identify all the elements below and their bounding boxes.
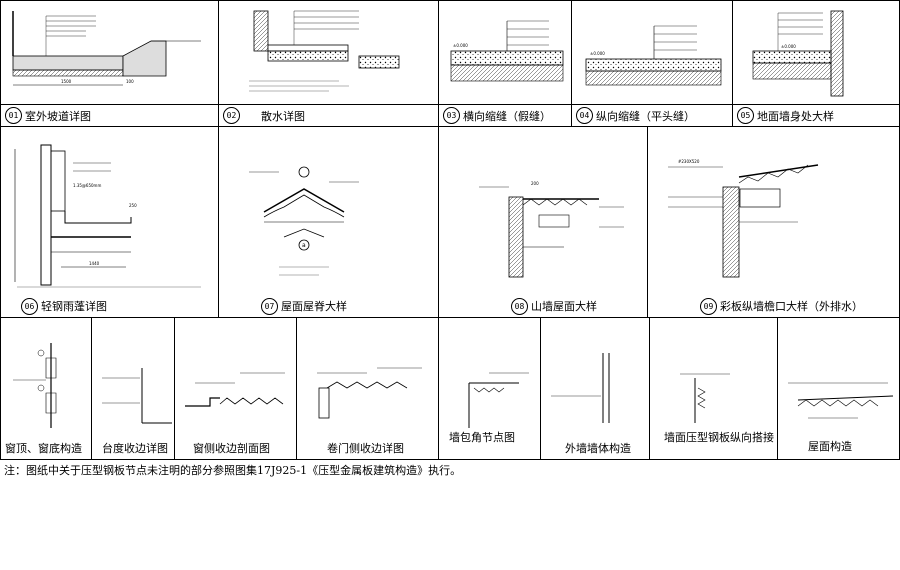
detail-window-caption: 窗顶、窗底构造 (1, 437, 91, 459)
detail-wall-lap-caption: 墙面压型钢板纵向搭接 (650, 429, 777, 459)
detail-07-caption: 07 屋面屋脊大样 (219, 295, 438, 317)
detail-07-number: 07 (261, 297, 278, 315)
detail-06-cell: 1440 1.35@650mm 250 06 轻钢雨蓬详图 (0, 126, 219, 318)
drawing-sheet: 1500 100 01 室外坡道详图 (0, 0, 900, 460)
detail-exterior-wall-cell: 外墙墙体构造 (540, 317, 650, 460)
detail-wall-corner-caption: 墙包角节点图 (439, 429, 540, 459)
detail-08-caption: 08 山墙屋面大样 (439, 295, 647, 317)
detail-08-cell: 200 08 山墙屋面大样 (438, 126, 648, 318)
detail-03-level: ±0.000 (453, 43, 468, 48)
detail-02-title: 散水详图 (261, 109, 305, 123)
detail-06-dim-c: 250 (129, 203, 137, 208)
detail-05-level: ±0.000 (781, 44, 796, 49)
detail-window-side-cell: 窗侧收边剖面图 (174, 317, 297, 460)
detail-wall-lap-drawing (680, 373, 730, 423)
detail-window-side-caption: 窗侧收边剖面图 (175, 437, 296, 459)
detail-09-dim-a: #230X520 (678, 159, 700, 164)
detail-wall-corner-title: 墙包角节点图 (449, 431, 515, 444)
detail-dado-title: 台度收边详图 (102, 442, 168, 455)
footnote: 注：图纸中关于压型钢板节点未注明的部分参照图集17J925-1《压型金属板建筑构… (4, 464, 462, 477)
detail-05-caption: 05 地面墙身处大样 (733, 104, 899, 126)
detail-01-dim-a: 1500 (61, 79, 72, 84)
detail-06-dim-b: 1.35@650mm (73, 183, 101, 188)
detail-09-caption: 09 彩板纵墙檐口大样（外排水） (648, 295, 899, 317)
detail-04-cell: ±0.000 04 纵向缩缝（平头缝） (571, 0, 733, 127)
detail-09-drawing: #230X520 (668, 159, 819, 278)
detail-06-caption: 06 轻钢雨蓬详图 (1, 295, 218, 317)
detail-09-number: 09 (700, 297, 717, 315)
detail-01-dim-b: 100 (126, 79, 134, 84)
detail-rolling-door-drawing (317, 367, 422, 419)
detail-02-cell: 02 散水详图 (218, 0, 439, 127)
detail-wall-corner-drawing (468, 372, 529, 428)
detail-06-title: 轻钢雨蓬详图 (41, 300, 107, 313)
detail-03-caption: 03 横向缩缝（假缝） (439, 104, 571, 126)
detail-roof-cell: 屋面构造 (777, 317, 900, 460)
detail-03-title: 横向缩缝（假缝） (463, 109, 551, 123)
detail-window-side-drawing (185, 372, 285, 407)
detail-dado-caption: 台度收边详图 (92, 437, 174, 459)
detail-dado-drawing (102, 368, 172, 424)
detail-01-drawing: 1500 100 (12, 11, 201, 86)
detail-06-dim-a: 1440 (89, 261, 100, 266)
detail-04-number: 04 (576, 107, 593, 124)
detail-02-number: 02 (223, 107, 240, 124)
detail-window-drawing (13, 343, 57, 428)
detail-wall-lap-title: 墙面压型钢板纵向搭接 (664, 431, 774, 444)
detail-window-cell: 窗顶、窗底构造 (0, 317, 92, 460)
detail-roof-caption: 屋面构造 (778, 433, 899, 459)
detail-01-number: 01 (5, 107, 22, 124)
detail-04-title: 纵向缩缝（平头缝） (596, 109, 695, 123)
detail-03-drawing: ±0.000 (450, 20, 564, 82)
detail-roof-drawing (788, 382, 894, 419)
detail-dado-cell: 台度收边详图 (91, 317, 175, 460)
detail-04-caption: 04 纵向缩缝（平头缝） (572, 104, 732, 126)
detail-window-title: 窗顶、窗底构造 (5, 442, 82, 455)
detail-rolling-door-cell: 卷门侧收边详图 (296, 317, 439, 460)
detail-exterior-wall-caption: 外墙墙体构造 (541, 437, 649, 459)
detail-04-drawing: ±0.000 (585, 25, 722, 86)
detail-05-title: 地面墙身处大样 (757, 109, 834, 123)
detail-07-marker: a (302, 242, 306, 249)
detail-08-dim-a: 200 (531, 181, 539, 186)
detail-rolling-door-caption: 卷门侧收边详图 (297, 437, 438, 459)
detail-03-number: 03 (443, 107, 460, 124)
detail-09-cell: #230X520 09 彩板纵墙檐口大样（外排水） (647, 126, 900, 318)
detail-roof-title: 屋面构造 (808, 440, 852, 453)
detail-04-level: ±0.000 (590, 51, 605, 56)
detail-06-drawing: 1440 1.35@650mm 250 (14, 144, 201, 288)
detail-02-caption: 02 散水详图 (219, 104, 438, 126)
detail-wall-corner-cell: 墙包角节点图 (438, 317, 541, 460)
detail-05-drawing: ±0.000 (752, 10, 844, 97)
detail-08-drawing: 200 (479, 181, 624, 278)
detail-09-title: 彩板纵墙檐口大样（外排水） (720, 300, 863, 313)
detail-06-number: 06 (21, 297, 38, 315)
detail-05-number: 05 (737, 107, 754, 124)
detail-wall-lap-cell: 墙面压型钢板纵向搭接 (649, 317, 778, 460)
detail-01-caption: 01 室外坡道详图 (1, 104, 218, 126)
detail-05-cell: ±0.000 05 地面墙身处大样 (732, 0, 900, 127)
detail-01-cell: 1500 100 01 室外坡道详图 (0, 0, 219, 127)
detail-07-title: 屋面屋脊大样 (281, 300, 347, 313)
detail-window-side-title: 窗侧收边剖面图 (193, 442, 270, 455)
detail-03-cell: ±0.000 03 横向缩缝（假缝） (438, 0, 572, 127)
detail-exterior-wall-drawing (551, 353, 610, 423)
detail-rolling-door-title: 卷门侧收边详图 (327, 442, 404, 455)
detail-exterior-wall-title: 外墙墙体构造 (565, 442, 631, 455)
detail-02-drawing (249, 10, 400, 92)
detail-08-number: 08 (511, 297, 528, 315)
detail-08-title: 山墙屋面大样 (531, 300, 597, 313)
detail-07-cell: a 07 屋面屋脊大样 (218, 126, 439, 318)
detail-01-title: 室外坡道详图 (25, 109, 91, 123)
detail-07-drawing: a (249, 166, 359, 276)
